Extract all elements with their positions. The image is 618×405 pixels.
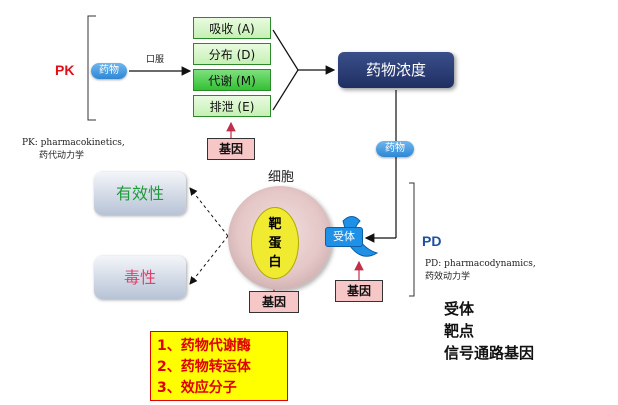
pk-description: PK: pharmacokinetics, 药代动力学 xyxy=(22,137,125,163)
list-item: 1、药物代谢酶 xyxy=(157,338,251,354)
efficacy-box: 有效性 xyxy=(94,172,186,215)
toxicity-box: 毒性 xyxy=(94,256,186,299)
pk-label: PK xyxy=(55,62,75,78)
pd-desc-line2: 药效动力学 xyxy=(425,272,471,282)
stage-absorption: 吸收 (A) xyxy=(193,17,271,39)
target-protein: 靶 蛋 白 xyxy=(251,207,299,279)
list-item: 信号通路基因 xyxy=(444,344,535,362)
list-item: 靶点 xyxy=(444,322,475,340)
pk-desc-line1: PK: pharmacokinetics, xyxy=(22,138,125,148)
drug-pill-pk: 药物 xyxy=(91,63,127,79)
list-item: 2、药物转运体 xyxy=(157,359,251,375)
target-char-3: 白 xyxy=(268,255,282,270)
pk-bracket xyxy=(87,15,96,121)
pd-label: PD xyxy=(422,233,442,249)
pd-factor-list: 受体 靶点 信号通路基因 xyxy=(444,298,534,364)
factor-list-box: 1、药物代谢酶 2、药物转运体 3、效应分子 xyxy=(150,331,288,401)
oral-label: 口服 xyxy=(146,55,165,65)
gene-box-target: 基因 xyxy=(249,291,299,313)
cell-title: 细胞 xyxy=(268,170,295,185)
stage-distribution: 分布 (D) xyxy=(193,43,271,65)
target-char-1: 靶 xyxy=(268,217,282,232)
stage-excretion: 排泄 (E) xyxy=(193,95,271,117)
pk-desc-line2: 药代动力学 xyxy=(39,151,85,161)
drug-concentration-box: 药物浓度 xyxy=(338,52,454,88)
pd-bracket xyxy=(409,182,415,297)
list-item: 3、效应分子 xyxy=(157,380,237,396)
drug-pill-pd: 药物 xyxy=(376,141,414,157)
pd-description: PD: pharmacodynamics, 药效动力学 xyxy=(425,258,536,284)
gene-box-receptor: 基因 xyxy=(335,280,383,302)
pd-desc-line1: PD: pharmacodynamics, xyxy=(425,259,536,269)
stage-metabolism: 代谢 (M) xyxy=(193,69,271,91)
gene-box-pk: 基因 xyxy=(207,138,255,160)
receptor-label: 受体 xyxy=(325,227,363,247)
list-item: 受体 xyxy=(444,300,475,318)
target-char-2: 蛋 xyxy=(268,236,282,251)
